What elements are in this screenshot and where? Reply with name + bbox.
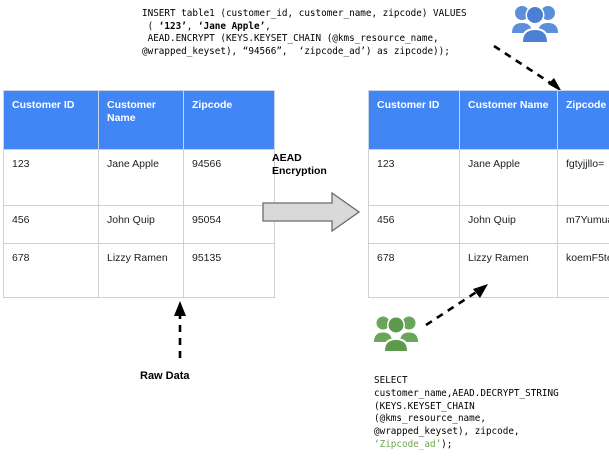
cell-zipcode: m7Yumuawqry	[557, 205, 609, 244]
insert-line-2-prefix: (	[142, 20, 159, 32]
cell-customer-name: Lizzy Ramen	[98, 243, 184, 298]
people-group-icon-green	[374, 313, 418, 351]
column-header-customer-name: Customer Name	[459, 90, 558, 150]
insert-line-3: AEAD.ENCRYPT (KEYS.KEYSET_CHAIN (@kms_re…	[142, 33, 439, 45]
raw-data-label: Raw Data	[140, 370, 190, 382]
aead-encryption-label: AEAD Encryption	[272, 152, 327, 177]
cell-zipcode: 95054	[183, 205, 275, 244]
select-line-1: SELECT	[374, 375, 408, 386]
arrow-insert-to-table	[490, 42, 570, 94]
insert-line-2-suffix: ,	[265, 20, 271, 32]
select-line-4: (@kms_resource_name,	[374, 413, 486, 425]
cell-customer-name: John Quip	[459, 205, 558, 244]
people-group-icon-blue	[512, 2, 558, 42]
select-line-6-tail: );	[441, 438, 453, 450]
column-header-customer-id: Customer ID	[368, 90, 460, 150]
insert-sql-statement: INSERT table1 (customer_id, customer_nam…	[142, 8, 467, 58]
arrow-select-to-table	[420, 283, 490, 329]
cell-customer-id: 123	[368, 149, 460, 206]
column-header-zipcode: Zipcode	[557, 90, 609, 150]
block-arrow-right-icon	[262, 191, 361, 233]
insert-line-2-mid: ,	[186, 20, 198, 32]
column-header-zipcode: Zipcode	[183, 90, 275, 150]
cell-zipcode: fgtyjjllo=	[557, 149, 609, 206]
select-sql-statement: SELECT customer_name,AEAD.DECRYPT_STRING…	[374, 375, 559, 452]
select-associated-data-literal: ‘Zipcode_ad’	[374, 438, 442, 450]
column-header-customer-id: Customer ID	[3, 90, 99, 150]
cell-customer-id: 456	[368, 205, 460, 244]
table-row: 456 John Quip m7Yumuawqry	[368, 205, 609, 244]
column-header-customer-name: Customer Name	[98, 90, 184, 150]
table-row: 456 John Quip 95054	[3, 205, 275, 244]
cell-customer-name: Jane Apple	[98, 149, 184, 206]
insert-line-1: INSERT table1 (customer_id, customer_nam…	[142, 8, 467, 19]
table-row: 678 Lizzy Ramen koemF5ter=	[368, 243, 609, 298]
table-row: 123 Jane Apple 94566	[3, 149, 275, 206]
cell-customer-name: John Quip	[98, 205, 184, 244]
cell-customer-id: 456	[3, 205, 99, 244]
table-header-row: Customer ID Customer Name Zipcode	[3, 90, 275, 150]
raw-data-table: Customer ID Customer Name Zipcode 123 Ja…	[3, 90, 275, 298]
cell-zipcode: 94566	[183, 149, 275, 206]
insert-line-4: @wrapped_keyset), “94566”, ‘zipcode_ad’)…	[142, 45, 450, 57]
table-row: 123 Jane Apple fgtyjjllo=	[368, 149, 609, 206]
select-line-5: @wrapped_keyset), zipcode,	[374, 426, 520, 438]
encrypted-data-table: Customer ID Customer Name Zipcode 123 Ja…	[368, 90, 609, 298]
cell-customer-name: Jane Apple	[459, 149, 558, 206]
table-row: 678 Lizzy Ramen 95135	[3, 243, 275, 298]
cell-zipcode: 95135	[183, 243, 275, 298]
cell-customer-id: 678	[368, 243, 460, 298]
table-header-row: Customer ID Customer Name Zipcode	[368, 90, 609, 150]
cell-customer-id: 123	[3, 149, 99, 206]
arrow-raw-data-to-table	[160, 300, 200, 362]
cell-customer-id: 678	[3, 243, 99, 298]
insert-value-customer-name: ‘Jane Apple’	[198, 20, 266, 32]
insert-value-customer-id: ‘123’	[158, 20, 187, 32]
select-line-2: customer_name,AEAD.DECRYPT_STRING	[374, 387, 559, 399]
select-line-3: (KEYS.KEYSET_CHAIN	[374, 400, 475, 412]
cell-zipcode: koemF5ter=	[557, 243, 609, 298]
